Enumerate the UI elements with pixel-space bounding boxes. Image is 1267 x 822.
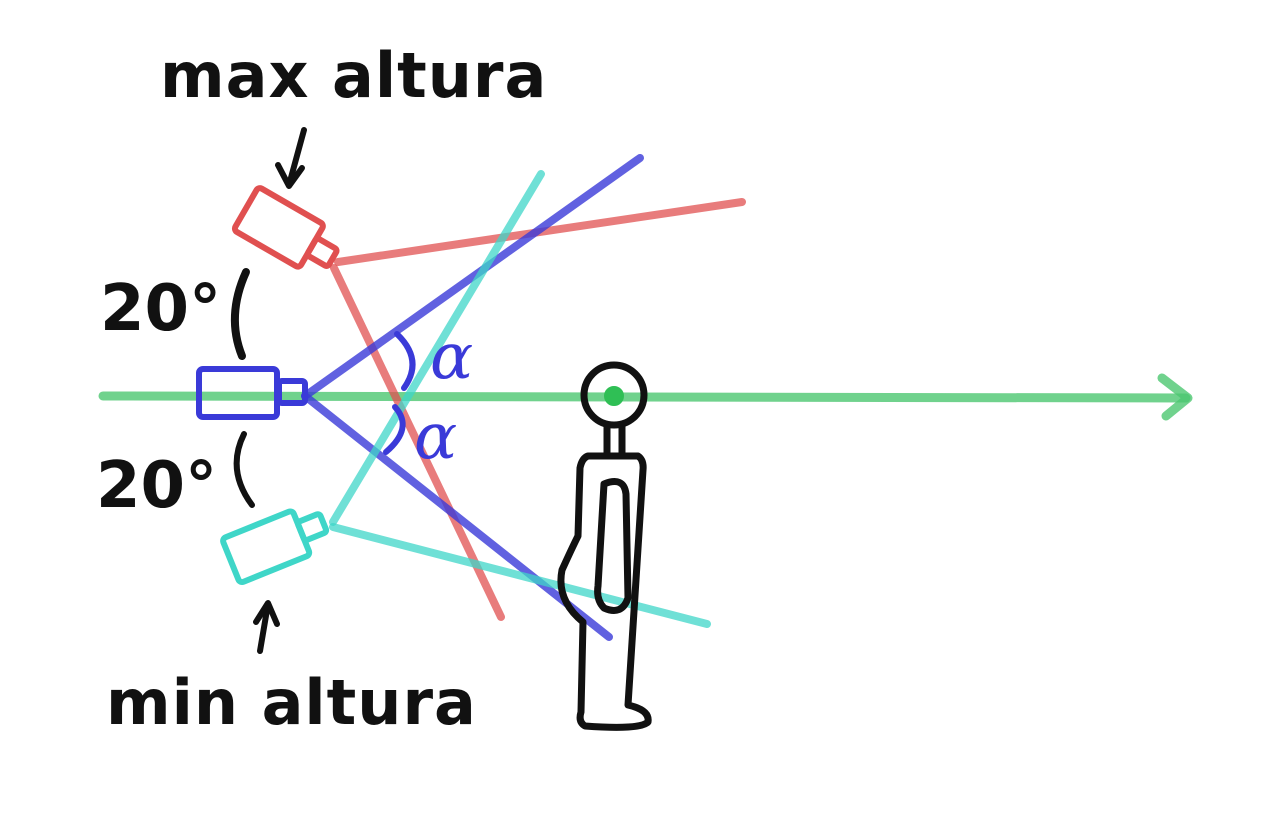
top-camera-lower-ray xyxy=(330,264,505,621)
person-eye xyxy=(604,386,624,406)
min-height-arrow xyxy=(253,600,280,654)
bottom-camera-upper-ray xyxy=(329,170,545,526)
person-figure-icon xyxy=(557,361,652,731)
person-body xyxy=(557,452,652,731)
middle-camera-icon xyxy=(196,366,308,420)
bottom-camera-lower-ray xyxy=(329,523,711,628)
alpha-bottom-label: α xyxy=(414,400,457,474)
max-height-label: max altura xyxy=(160,39,547,112)
middle-camera-lens xyxy=(276,378,308,406)
arrow-right-icon xyxy=(1157,373,1193,421)
angle-bottom-label: 20° xyxy=(96,449,217,523)
person-head xyxy=(580,361,648,429)
angle-arc-bottom xyxy=(233,431,255,508)
max-height-arrow xyxy=(275,127,307,189)
bottom-camera-icon xyxy=(220,508,330,586)
top-camera-icon xyxy=(231,185,340,270)
alpha-top-label: α xyxy=(430,320,473,394)
alpha-arc-bottom xyxy=(383,404,406,455)
middle-camera-field-of-view xyxy=(301,154,644,641)
angle-top-label: 20° xyxy=(100,272,221,346)
middle-camera-upper-ray xyxy=(301,154,644,400)
person-arm xyxy=(594,478,632,614)
angle-arc-top xyxy=(230,268,250,360)
min-height-label: min altura xyxy=(106,666,477,739)
alpha-arc-top xyxy=(394,331,416,391)
bottom-camera-lens xyxy=(295,511,330,543)
bottom-camera-field-of-view xyxy=(329,170,711,628)
top-camera-lens xyxy=(304,235,340,269)
middle-camera-lower-ray xyxy=(301,392,613,641)
